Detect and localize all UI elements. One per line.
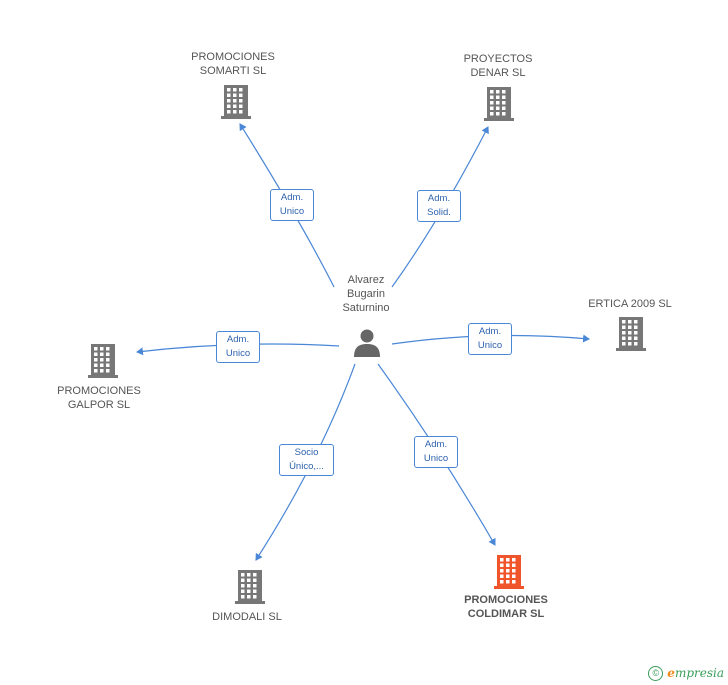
copyright-brand[interactable]: ©empresia	[648, 666, 724, 681]
company-label-coldimar[interactable]: PROMOCIONES COLDIMAR SL	[446, 593, 566, 621]
person-icon[interactable]	[352, 328, 382, 358]
building-icon[interactable]	[88, 344, 118, 383]
company-label-line: COLDIMAR SL	[467, 608, 545, 620]
brand-initial: e	[667, 665, 675, 680]
edge-label-box[interactable]: Socio Único,...	[279, 444, 334, 476]
edge-label-box[interactable]: Adm. Unico	[216, 331, 260, 363]
company-label-line: PROMOCIONES	[464, 594, 548, 606]
brand-name: mpresia	[674, 665, 724, 680]
edge-label-line: Adm.	[424, 439, 448, 450]
edge-label-box[interactable]: Adm. Solid.	[417, 190, 461, 222]
edge-label-box[interactable]: Adm. Unico	[414, 436, 458, 468]
company-label-line: DENAR SL	[470, 67, 526, 79]
company-label-somarti[interactable]: PROMOCIONES SOMARTI SL	[178, 50, 288, 78]
building-icon[interactable]	[235, 570, 265, 609]
company-label-line: PROYECTOS	[463, 53, 533, 65]
center-person-label-line: Bugarin	[347, 288, 385, 300]
company-label-line: PROMOCIONES	[57, 385, 141, 397]
center-person-label-line: Alvarez	[347, 274, 385, 286]
company-label-line: SOMARTI SL	[199, 65, 267, 77]
edge-label-line: Adm.	[478, 326, 502, 337]
building-icon-highlight[interactable]	[494, 555, 524, 594]
company-label-line: GALPOR SL	[67, 399, 131, 411]
edge-label-line: Adm.	[226, 334, 250, 345]
edge-label-line: Único,...	[289, 461, 324, 472]
building-icon[interactable]	[616, 317, 646, 356]
edge-label-line: Solid.	[427, 207, 451, 218]
company-label-galpor[interactable]: PROMOCIONES GALPOR SL	[44, 384, 154, 412]
building-icon[interactable]	[221, 85, 251, 124]
company-label-dimodali[interactable]: DIMODALI SL	[192, 610, 302, 624]
edge-label-line: Unico	[477, 340, 503, 351]
edge-label-line: Unico	[423, 453, 449, 464]
center-person-label-line: Saturnino	[342, 302, 390, 314]
edge-label-line: Adm.	[427, 193, 451, 204]
company-label-ertica[interactable]: ERTICA 2009 SL	[575, 297, 685, 311]
edge-label-line: Socio	[294, 447, 319, 458]
edge-label-box[interactable]: Adm. Unico	[468, 323, 512, 355]
company-label-denar[interactable]: PROYECTOS DENAR SL	[443, 52, 553, 80]
building-icon[interactable]	[484, 87, 514, 126]
company-label-line: PROMOCIONES	[191, 51, 275, 63]
company-label-line: ERTICA 2009 SL	[588, 298, 672, 310]
copyright-icon: ©	[648, 666, 664, 681]
edge-label-line: Adm.	[280, 192, 304, 203]
company-label-line: DIMODALI SL	[212, 611, 282, 623]
edge-label-line: Unico	[225, 348, 251, 359]
edge-label-box[interactable]: Adm. Unico	[270, 189, 314, 221]
center-person-label[interactable]: Alvarez Bugarin Saturnino	[318, 273, 414, 315]
edge-label-line: Unico	[279, 206, 305, 217]
